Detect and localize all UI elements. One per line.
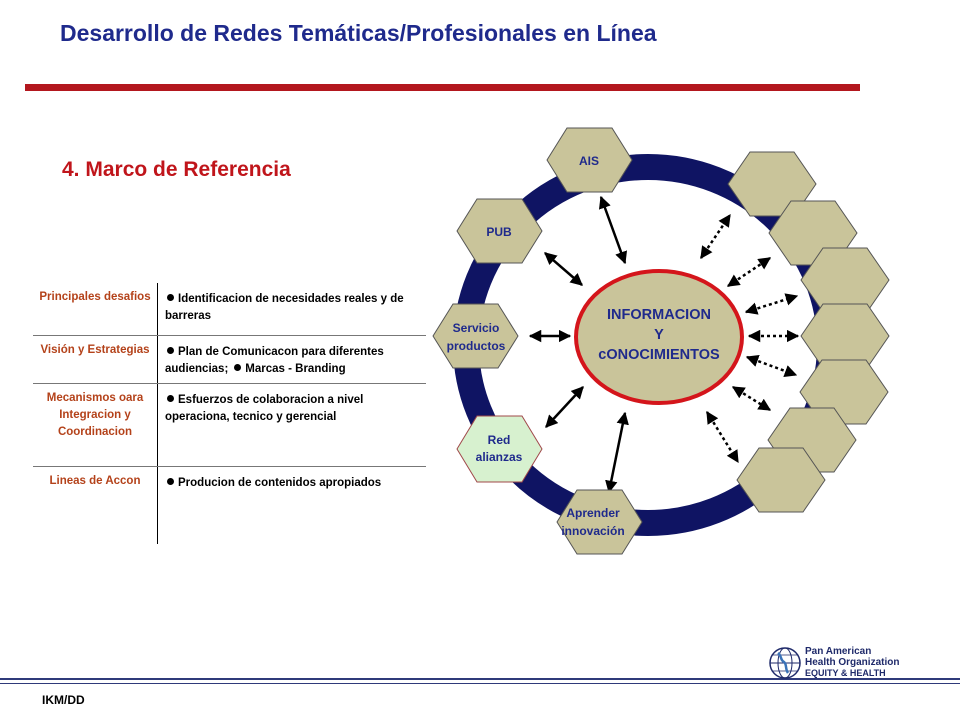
bullet-icon: [167, 394, 174, 402]
bullet-icon: [167, 294, 174, 302]
labeled-hexagons: [432, 127, 643, 555]
dotted-arrow-1: [699, 213, 732, 260]
table-row: Visión y Estrategias Plan de Comunicacon…: [33, 335, 426, 384]
footer-rule-thin: [0, 683, 960, 684]
table-row: Mecanismos oara Integracion y Coordinaci…: [33, 383, 426, 467]
arrow-pub: [544, 252, 583, 286]
dotted-arrow-3: [744, 293, 799, 315]
hexagon-red: [456, 415, 543, 483]
dotted-arrow-6: [731, 385, 772, 412]
hexagon-pub: [456, 198, 543, 264]
section-heading: 4. Marco de Referencia: [62, 158, 291, 181]
row-item: Identificacion de necesidades reales y d…: [165, 293, 404, 322]
label-pub: PUB: [486, 225, 512, 239]
arrow-aprender: [605, 411, 629, 494]
label-servicio-2: productos: [447, 339, 506, 353]
row-content: Esfuerzos de colaboracion a nivel operac…: [157, 383, 426, 467]
arrow-red: [545, 386, 584, 428]
dotted-arrow-2: [726, 256, 772, 288]
hexagon-aprender: [556, 489, 643, 555]
row-content: Producion de contenidos apropiados: [158, 466, 427, 544]
label-aprender-2: innovación: [561, 524, 624, 538]
bullet-icon: [167, 477, 174, 485]
row-content: Plan de Comunicacon para diferentes audi…: [157, 335, 426, 384]
table-row: Principales desafios Identificacion de n…: [33, 283, 426, 336]
row-label: Lineas de Accon: [33, 466, 158, 544]
center-label: INFORMACION Y cONOCIMIENTOS: [598, 307, 720, 363]
organization-name: Pan American Health Organization EQUITY …: [805, 646, 899, 679]
center-label-line1: INFORMACION: [607, 307, 711, 323]
arrow-ais: [598, 195, 628, 265]
hexagon-servicio: [432, 303, 519, 369]
bullet-icon: [234, 363, 242, 371]
org-line-3: EQUITY & HEALTH: [805, 668, 886, 678]
title-divider: [25, 84, 860, 91]
framework-table: Principales desafios Identificacion de n…: [33, 283, 426, 544]
solid-arrows: [528, 195, 629, 494]
label-servicio-1: Servicio: [453, 321, 500, 335]
dotted-arrow-5: [745, 355, 798, 377]
row-label: Mecanismos oara Integracion y Coordinaci…: [33, 383, 158, 467]
footer-code: IKM/DD: [42, 693, 85, 707]
bullet-icon: [167, 346, 174, 354]
center-label-line3: cONOCIMIENTOS: [598, 347, 720, 363]
row-content: Identificacion de necesidades reales y d…: [157, 283, 426, 336]
page-title: Desarrollo de Redes Temáticas/Profesiona…: [60, 20, 657, 46]
footer-rule: [0, 678, 960, 680]
center-node: [574, 269, 744, 405]
label-red-1: Red: [488, 433, 511, 447]
node-labels: AIS PUB Servicio productos Red alianzas …: [447, 154, 625, 538]
row-item: Plan de Comunicacon para diferentes audi…: [165, 345, 384, 375]
organization-logo: Pan American Health Organization EQUITY …: [768, 646, 918, 680]
row-label: Visión y Estrategias: [33, 335, 158, 384]
dotted-arrow-7: [705, 410, 740, 464]
label-ais: AIS: [579, 154, 599, 168]
label-red-2: alianzas: [476, 450, 523, 464]
org-line-1: Pan American: [805, 646, 872, 657]
hexagon-right-7: [736, 447, 826, 513]
label-aprender-1: Aprender: [566, 506, 620, 520]
table-row: Lineas de Accon Producion de contenidos …: [33, 466, 426, 544]
dotted-arrows: [699, 213, 800, 464]
globe-icon: [769, 647, 801, 679]
org-line-2: Health Organization: [805, 657, 900, 668]
right-hexagons: [727, 151, 890, 513]
row-item: Esfuerzos de colaboracion a nivel operac…: [165, 393, 364, 423]
center-label-line2: Y: [654, 327, 664, 343]
hexagon-ais: [546, 127, 633, 193]
row-item: Producion de contenidos apropiados: [178, 476, 382, 489]
row-label: Principales desafios: [33, 283, 158, 336]
row-item: Marcas - Branding: [245, 362, 346, 375]
